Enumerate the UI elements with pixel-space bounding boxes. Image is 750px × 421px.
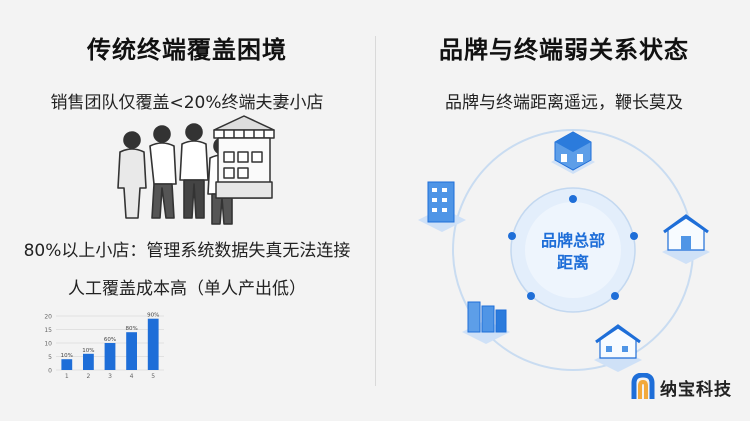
brand-name: 纳宝科技 [660, 379, 732, 400]
chart-data-label: 90% [147, 313, 159, 319]
server-rack-icon [462, 301, 510, 344]
left-panel: 传统终端覆盖困境 销售团队仅覆盖<20%终端夫妻小店 [0, 0, 374, 421]
chart-data-label: 10% [61, 353, 73, 359]
connector-dot [569, 195, 577, 203]
chart-ytick-label: 15 [44, 327, 52, 334]
chart-bar [61, 359, 73, 370]
chart-bar [126, 332, 137, 370]
connector-dot [611, 292, 619, 300]
connector-dot [527, 292, 535, 300]
left-title: 传统终端覆盖困境 [87, 36, 287, 64]
chart-data-label: 10% [82, 348, 94, 354]
store-house-icon [662, 214, 710, 264]
office-building-icon [418, 181, 466, 232]
left-subtitle-coverage: 销售团队仅覆盖<20%终端夫妻小店 [50, 93, 324, 113]
chart-data-label: 60% [104, 337, 116, 343]
connector-dot [630, 232, 638, 240]
chart-ytick-label: 5 [48, 354, 52, 361]
chart-xtick-label: 5 [151, 373, 155, 380]
panel-divider [375, 36, 376, 386]
chart-xtick-label: 2 [86, 373, 90, 380]
chart-bar [83, 353, 94, 370]
shop-stall-illustration [213, 115, 275, 199]
naobao-logo-icon [631, 373, 655, 399]
chart-ytick-label: 0 [48, 368, 52, 375]
chart-xtick-label: 1 [65, 373, 69, 380]
chart-xtick-label: 3 [108, 373, 112, 380]
chart-bar [147, 318, 159, 370]
brand-distance-diagram: 品牌总部 距离 [418, 129, 710, 372]
hub-label-line1: 品牌总部 [541, 231, 605, 250]
chart-data-label: 80% [125, 326, 137, 332]
right-title: 品牌与终端弱关系状态 [439, 36, 689, 64]
right-subtitle: 品牌与终端距离遥远，鞭长莫及 [445, 93, 683, 113]
right-panel: 品牌与终端弱关系状态 品牌与终端距离遥远，鞭长莫及 品牌总部 距离 [378, 0, 750, 421]
hub-label-line2: 距离 [557, 253, 589, 272]
left-subtitle-systems: 80%以上小店：管理系统数据失真无法连接 [23, 241, 351, 261]
left-subtitle-cost: 人工覆盖成本高（单人产出低） [68, 279, 306, 299]
chart-ytick-label: 10 [44, 341, 52, 348]
chart-xtick-label: 4 [130, 373, 134, 380]
store-house-icon [551, 131, 595, 174]
chart-bar [104, 343, 116, 370]
coverage-bar-chart: 0 5 10 15 20 10% 1 10% 2 60% 3 80% 4 90% 5 [44, 313, 164, 380]
store-house-icon [594, 324, 642, 372]
chart-ytick-label: 20 [44, 314, 52, 321]
connector-dot [508, 232, 516, 240]
brand-logo: 纳宝科技 [630, 372, 732, 402]
